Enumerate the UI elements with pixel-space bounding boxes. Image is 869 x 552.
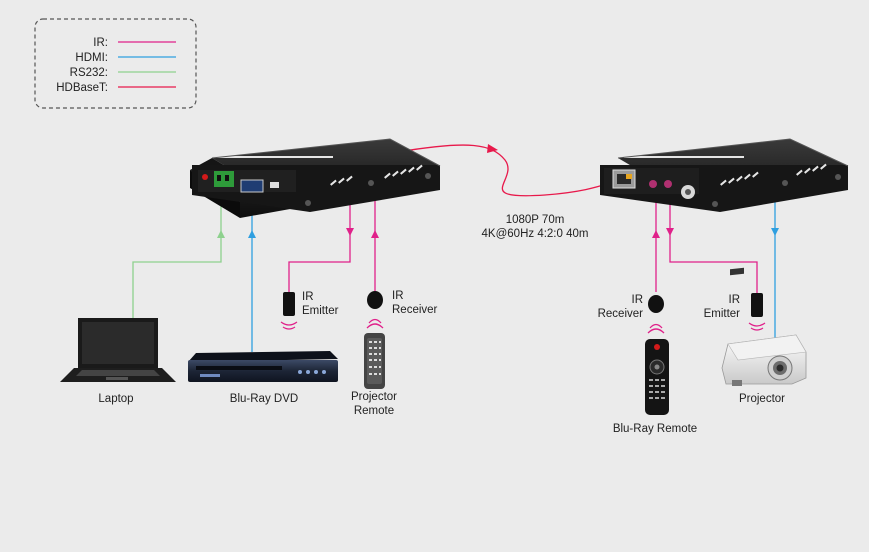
ir-emitter-icon [748,293,766,331]
link-spec-line1: 1080P 70m [506,214,565,226]
right-ir-emitter-label-line1: IR [729,294,741,306]
hdbaset-cable [397,144,621,197]
remote-control-icon [645,339,669,415]
legend-label-hdbaset: HDBaseT: [56,82,108,94]
left-ir-emitter-label-line1: IR [302,291,314,303]
right-ir-emitter-label-line2: Emitter [704,308,741,320]
link-spec-line2: 4K@60Hz 4:2:0 40m [482,228,589,240]
ir-arrow-emitter-right [666,228,674,236]
ir-arrow-emitter-left [346,228,354,236]
left-ir-receiver-label-line2: Receiver [392,304,438,316]
bluray-remote-label: Blu-Ray Remote [613,423,697,435]
ir-arrow-receiver-left [371,230,379,238]
legend: IR: HDMI: RS232: HDBaseT: [34,18,197,109]
ir-emitter-icon [280,292,298,330]
hdmi-arrow-source [248,230,256,238]
left-ir-receiver-label-line1: IR [392,290,404,302]
rs232-arrow [217,230,225,238]
projector-icon [721,267,807,386]
ir-cable-emitter-right [669,185,758,293]
ir-arrow-receiver-right [652,230,660,238]
bluray-player-icon [188,351,338,382]
projector-remote-label-line2: Remote [354,405,394,417]
ir-receiver-icon [366,291,384,329]
bluray-dvd-label: Blu-Ray DVD [230,393,298,405]
labels: 1080P 70m 4K@60Hz 4:2:0 40m IR Emitter I… [98,214,785,435]
right-ir-receiver-label-line2: Receiver [598,308,644,320]
legend-label-hdmi: HDMI: [75,52,108,64]
receiver-device-icon [600,138,849,212]
right-ir-receiver-label-line1: IR [632,294,644,306]
hdmi-arrow-sink [771,228,779,236]
legend-label-rs232: RS232: [70,67,108,79]
legend-label-ir: IR: [93,37,108,49]
laptop-label: Laptop [98,393,133,405]
transmitter-device-icon [190,138,441,218]
left-ir-emitter-label-line2: Emitter [302,305,339,317]
rs232-cable [132,197,222,318]
projector-label: Projector [739,393,785,405]
hdbaset-arrow [487,144,498,153]
remote-control-icon [364,333,385,389]
laptop-icon [60,318,176,382]
ir-receiver-icon [647,295,665,334]
legend-frame [34,18,197,109]
projector-remote-label-line1: Projector [351,391,397,403]
